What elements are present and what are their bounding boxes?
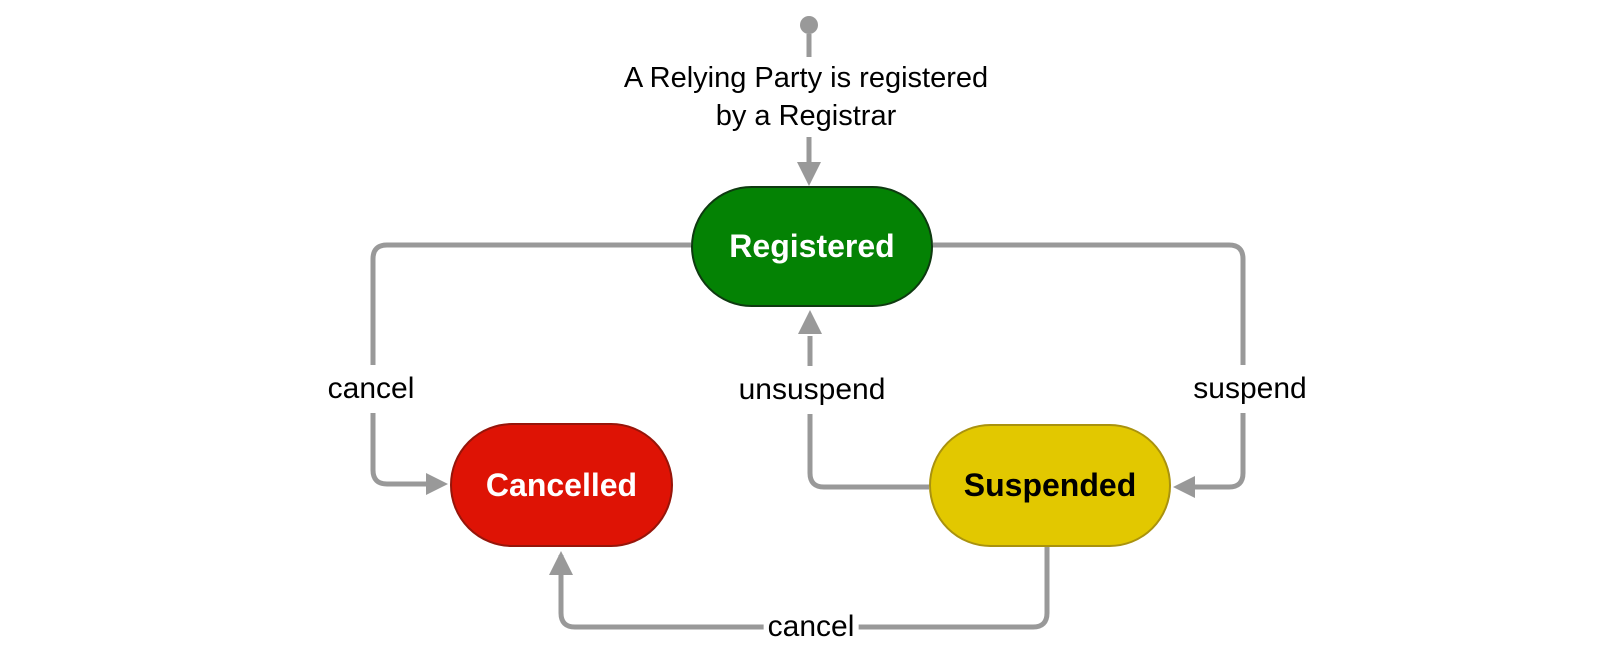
arrowhead-cancel-bottom-icon	[549, 551, 573, 575]
arrowhead-into-cancelled-icon	[426, 473, 448, 495]
edge-suspended-to-registered-line	[807, 336, 929, 490]
start-state-icon	[800, 16, 818, 34]
edge-label-suspend: suspend	[1187, 365, 1313, 413]
edge-registered-to-cancelled-line	[370, 242, 691, 487]
start-caption-line2: by a Registrar	[715, 100, 897, 132]
state-suspended: Suspended	[929, 424, 1171, 547]
start-caption-line1: A Relying Party is registered	[623, 62, 989, 94]
state-label: Registered	[729, 228, 895, 264]
edge-label-cancel-bottom: cancel	[763, 610, 859, 644]
edge-label-cancel-left: cancel	[321, 365, 421, 413]
state-registered: Registered	[691, 186, 933, 307]
state-label: Suspended	[963, 467, 1137, 503]
start-caption: A Relying Party is registered by a Regis…	[624, 59, 988, 135]
state-label: Cancelled	[485, 466, 638, 503]
arrowhead-into-registered-icon	[797, 162, 821, 186]
arrowhead-unsuspend-icon	[798, 310, 822, 334]
state-cancelled: Cancelled	[450, 423, 673, 547]
edge-label-unsuspend: unsuspend	[732, 366, 892, 414]
arrowhead-into-suspended-icon	[1173, 476, 1195, 498]
